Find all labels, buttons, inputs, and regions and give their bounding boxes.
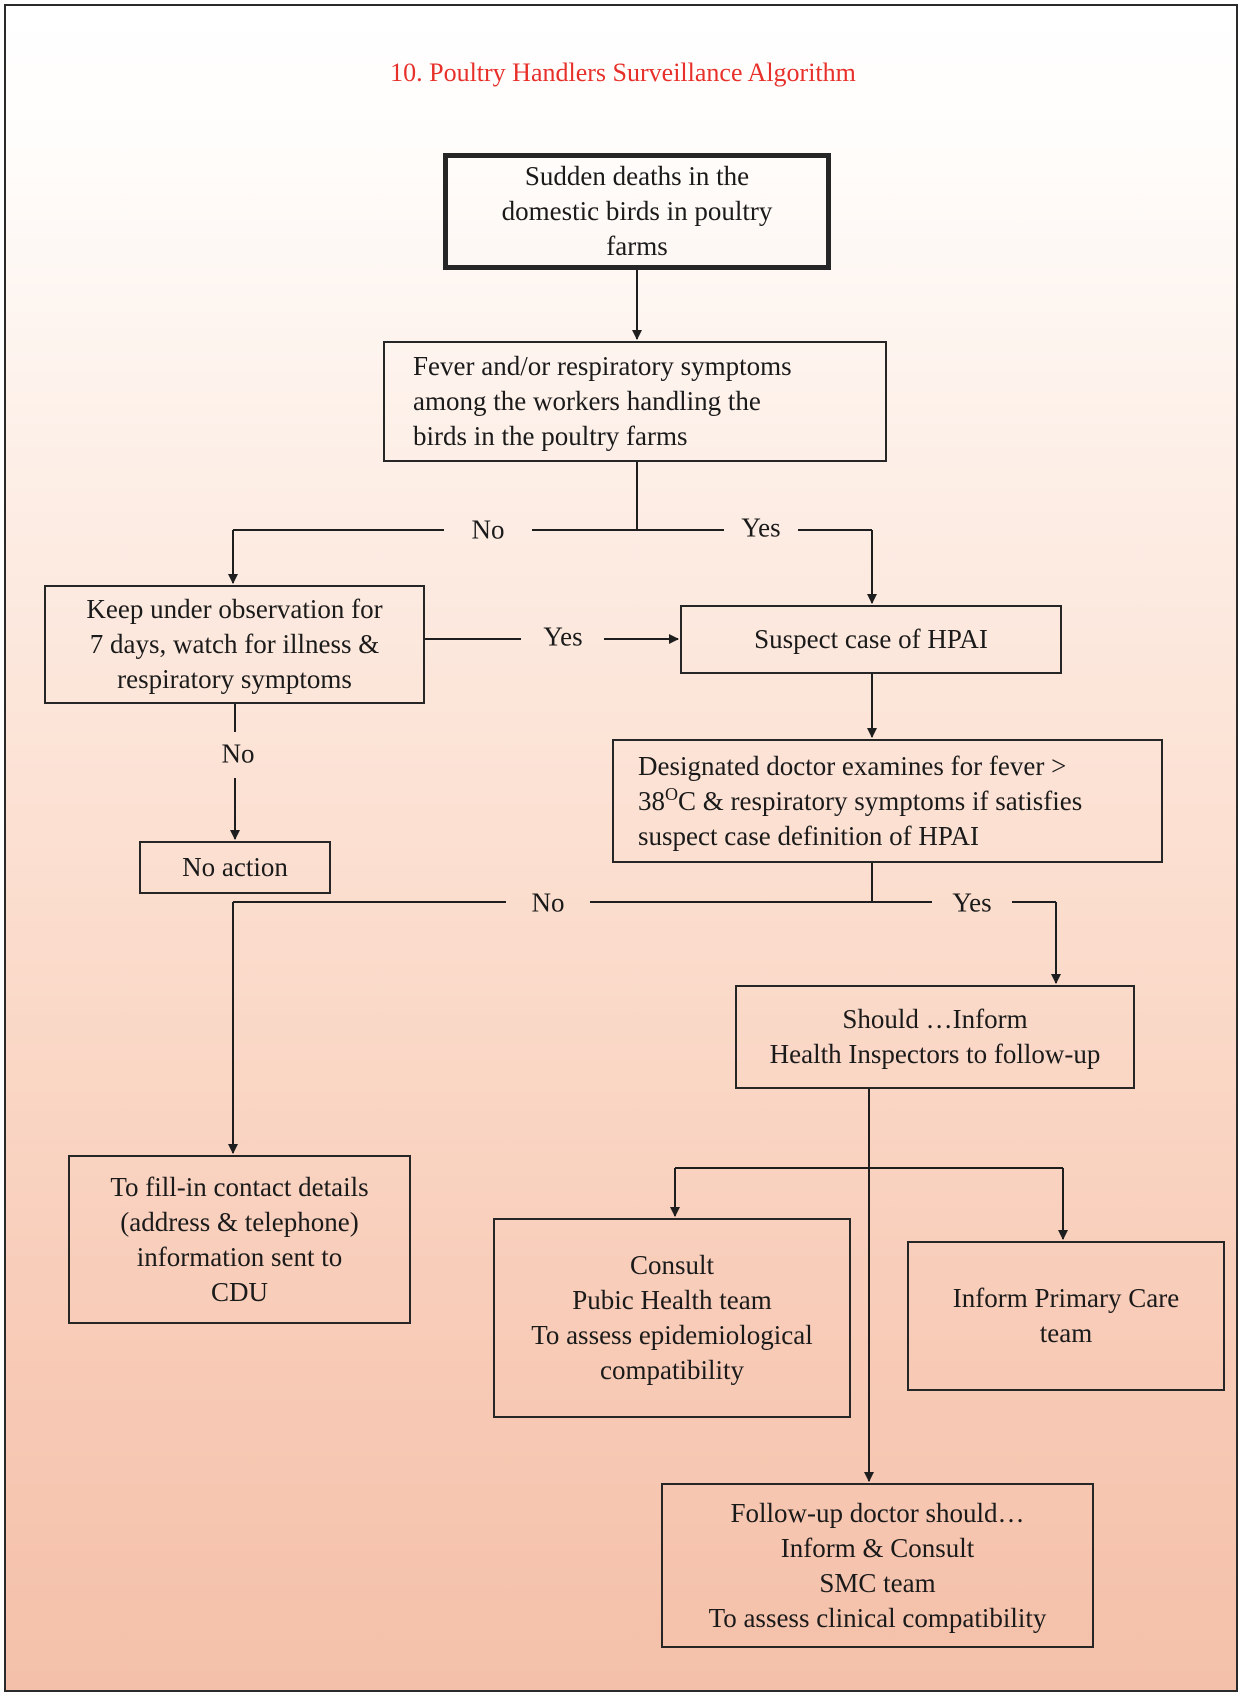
edge-label-doctor-no: No bbox=[531, 887, 565, 918]
diagram-frame: 10. Poultry Handlers Surveillance Algori… bbox=[4, 4, 1238, 1692]
node-no-action: No action bbox=[139, 841, 331, 894]
edge-label-fever-yes: Yes bbox=[741, 512, 781, 543]
edge-label-fever-no: No bbox=[471, 514, 505, 545]
node-observation: Keep under observation for 7 days, watch… bbox=[44, 585, 425, 704]
node-followup-doctor: Follow-up doctor should… Inform & Consul… bbox=[661, 1483, 1094, 1648]
node-suspect-case: Suspect case of HPAI bbox=[680, 605, 1062, 674]
edge-label-observation-yes: Yes bbox=[543, 621, 583, 652]
node-designated-doctor: Designated doctor examines for fever > 3… bbox=[612, 739, 1163, 863]
node-fever-workers: Fever and/or respiratory symptoms among … bbox=[383, 341, 887, 462]
edge-label-doctor-yes: Yes bbox=[952, 887, 992, 918]
node-sudden-deaths: Sudden deaths in the domestic birds in p… bbox=[443, 153, 831, 270]
node-consult-public-health: Consult Pubic Health team To assess epid… bbox=[493, 1218, 851, 1418]
connector-lines bbox=[228, 270, 1068, 1482]
fever-threshold-line: 38OC & respiratory symptoms if satisfies bbox=[638, 783, 1083, 816]
node-contact-details: To fill-in contact details (address & te… bbox=[68, 1155, 411, 1324]
diagram-title: 10. Poultry Handlers Surveillance Algori… bbox=[390, 58, 856, 87]
edge-label-observation-no: No bbox=[221, 738, 255, 769]
node-inform-primary-care: Inform Primary Care team bbox=[907, 1241, 1225, 1391]
node-inform-inspectors: Should …Inform Health Inspectors to foll… bbox=[735, 985, 1135, 1089]
